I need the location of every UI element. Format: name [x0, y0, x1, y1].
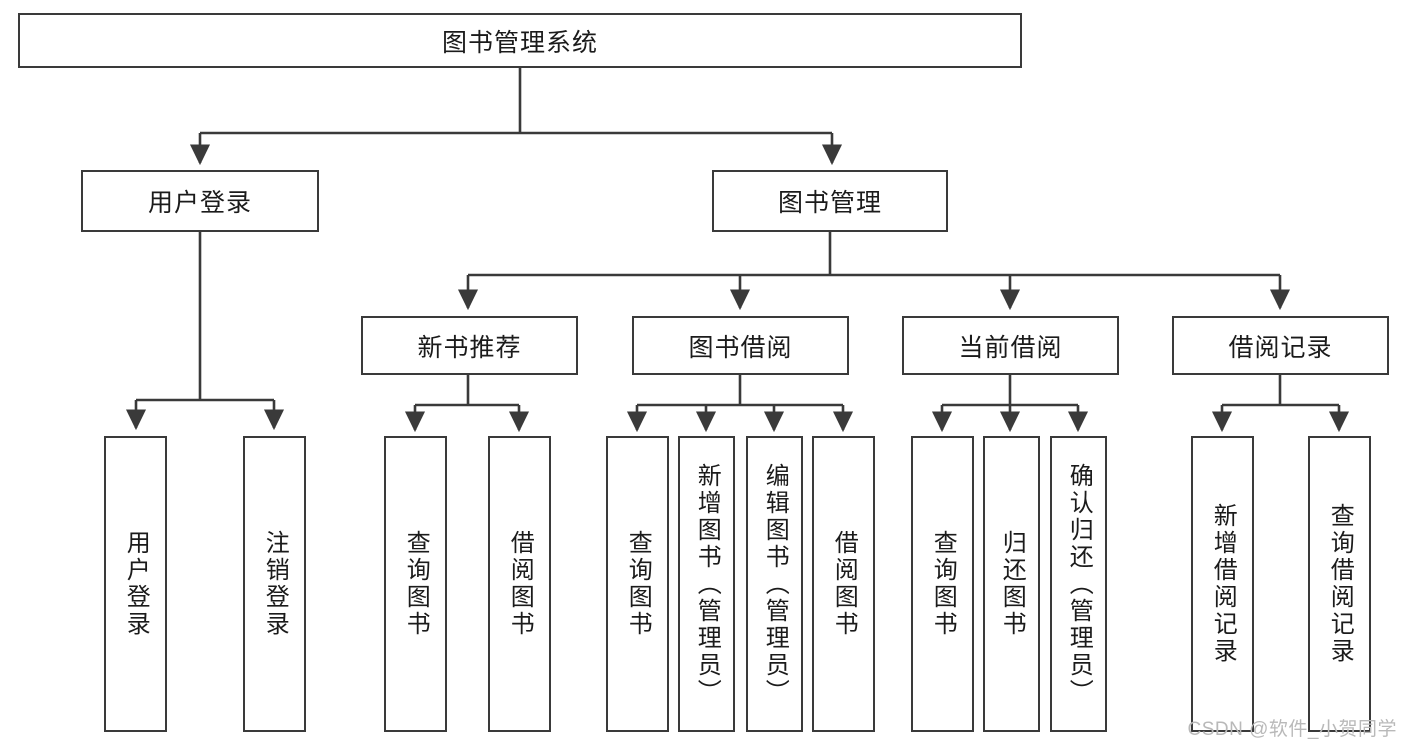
node-label: 用户登录: [122, 530, 150, 638]
node-label: 借阅记录: [1228, 333, 1333, 362]
csdn-watermark: CSDN @软件_小贺同学: [1187, 719, 1397, 740]
node-label: 图书管理: [777, 189, 882, 217]
node-borrow-record[interactable]: 借阅记录: [1172, 316, 1389, 375]
leaf-return-book[interactable]: 归还图书: [983, 436, 1040, 732]
node-label: 借阅图书: [830, 530, 858, 638]
node-label: 新书推荐: [417, 333, 522, 362]
node-book-borrow[interactable]: 图书借阅: [632, 316, 849, 375]
leaf-query-book-borrow[interactable]: 查询图书: [606, 436, 669, 732]
leaf-add-book-admin[interactable]: 新增图书（管理员）: [678, 436, 735, 732]
node-label: 查询图书: [402, 530, 430, 638]
node-label: 编辑图书（管理员）: [761, 462, 789, 706]
node-label: 注销登录: [261, 530, 289, 638]
leaf-user-logout[interactable]: 注销登录: [243, 436, 306, 732]
leaf-edit-book-admin[interactable]: 编辑图书（管理员）: [746, 436, 803, 732]
node-current-borrow[interactable]: 当前借阅: [902, 316, 1119, 375]
node-label: 查询借阅记录: [1326, 503, 1354, 665]
leaf-query-book-current[interactable]: 查询图书: [911, 436, 974, 732]
node-label: 归还图书: [998, 530, 1026, 638]
node-user-login[interactable]: 用户登录: [81, 170, 319, 232]
node-label: 当前借阅: [958, 333, 1063, 362]
leaf-borrow-book-recommend[interactable]: 借阅图书: [488, 436, 551, 732]
leaf-confirm-return-admin[interactable]: 确认归还（管理员）: [1050, 436, 1107, 732]
leaf-query-book-recommend[interactable]: 查询图书: [384, 436, 447, 732]
leaf-borrow-book[interactable]: 借阅图书: [812, 436, 875, 732]
leaf-query-borrow-record[interactable]: 查询借阅记录: [1308, 436, 1371, 732]
node-label: 借阅图书: [506, 530, 534, 638]
node-label: 确认归还（管理员）: [1065, 462, 1093, 706]
leaf-add-borrow-record[interactable]: 新增借阅记录: [1191, 436, 1254, 732]
node-label: 查询图书: [929, 530, 957, 638]
node-label: 图书管理系统: [441, 28, 598, 57]
node-label: 新增图书（管理员）: [693, 462, 721, 706]
node-label: 查询图书: [624, 530, 652, 638]
leaf-user-login[interactable]: 用户登录: [104, 436, 167, 732]
node-label: 新增借阅记录: [1209, 503, 1237, 665]
node-label: 用户登录: [147, 189, 252, 217]
node-book-manage[interactable]: 图书管理: [712, 170, 948, 232]
node-root-system[interactable]: 图书管理系统: [18, 13, 1022, 68]
node-new-book-recommend[interactable]: 新书推荐: [361, 316, 578, 375]
node-label: 图书借阅: [688, 333, 793, 362]
